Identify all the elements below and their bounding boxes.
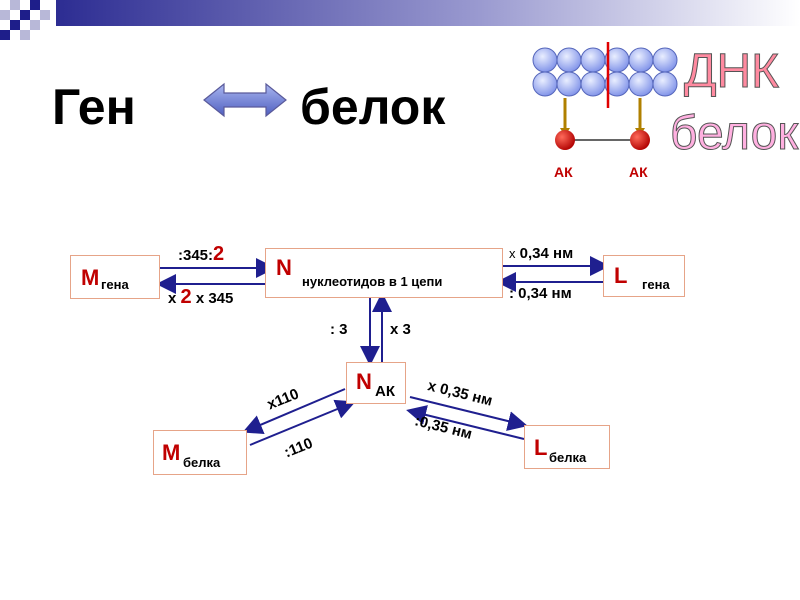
box-n-nucleotides: N нуклеотидов в 1 цепи (265, 248, 503, 298)
box-m-protein-main: М (162, 440, 181, 465)
label-divide-3: : 3 (330, 321, 348, 338)
box-n-nucleotides-main: N (276, 255, 292, 280)
box-n-nucleotides-sub: нуклеотидов в 1 цепи (302, 274, 443, 289)
dna-protein-illustration (532, 42, 678, 150)
label-divide-345: :345:2 (178, 243, 225, 265)
label-multiply-034: х 0,34 нм (509, 245, 574, 262)
arrow-nak-to-lprot (409, 396, 528, 431)
box-m-protein-sub: белка (183, 455, 221, 470)
box-n-amino-acids-sub: АК (375, 383, 395, 400)
box-n-amino-acids-main: N (356, 369, 372, 394)
box-n-amino-acids: N АК (346, 362, 406, 404)
label-multiply-3: х 3 (390, 321, 411, 338)
box-l-protein-sub: белка (549, 450, 587, 465)
amino-acid-label-left: АК (554, 164, 573, 180)
label-multiply-2-345: х 2 х 345 (168, 286, 234, 308)
box-l-gene: L гена (603, 255, 685, 297)
box-l-gene-sub: гена (642, 277, 670, 292)
arrow-lprot-to-nak (406, 405, 525, 440)
box-l-protein-main: L (534, 435, 548, 460)
box-m-gene-sub: гена (101, 277, 129, 292)
arrow-mprot-to-nak (249, 399, 356, 446)
label-divide-034: : 0,34 нм (509, 285, 572, 302)
title-gene: Ген (52, 79, 136, 135)
box-m-protein: М белка (153, 430, 247, 475)
arrow-nak-to-mprot (242, 388, 346, 434)
box-m-gene: М гена (70, 255, 160, 299)
box-l-gene-main: L (614, 263, 628, 288)
box-m-gene-main: М (81, 265, 100, 290)
double-arrow-icon (203, 82, 287, 118)
wordart-protein: белок (669, 107, 799, 160)
wordart-dna: ДНК (683, 45, 780, 98)
box-l-protein: L белка (524, 425, 610, 469)
header-decoration (0, 0, 800, 40)
title-protein: белок (300, 79, 446, 135)
amino-acid-label-right: АК (629, 164, 648, 180)
